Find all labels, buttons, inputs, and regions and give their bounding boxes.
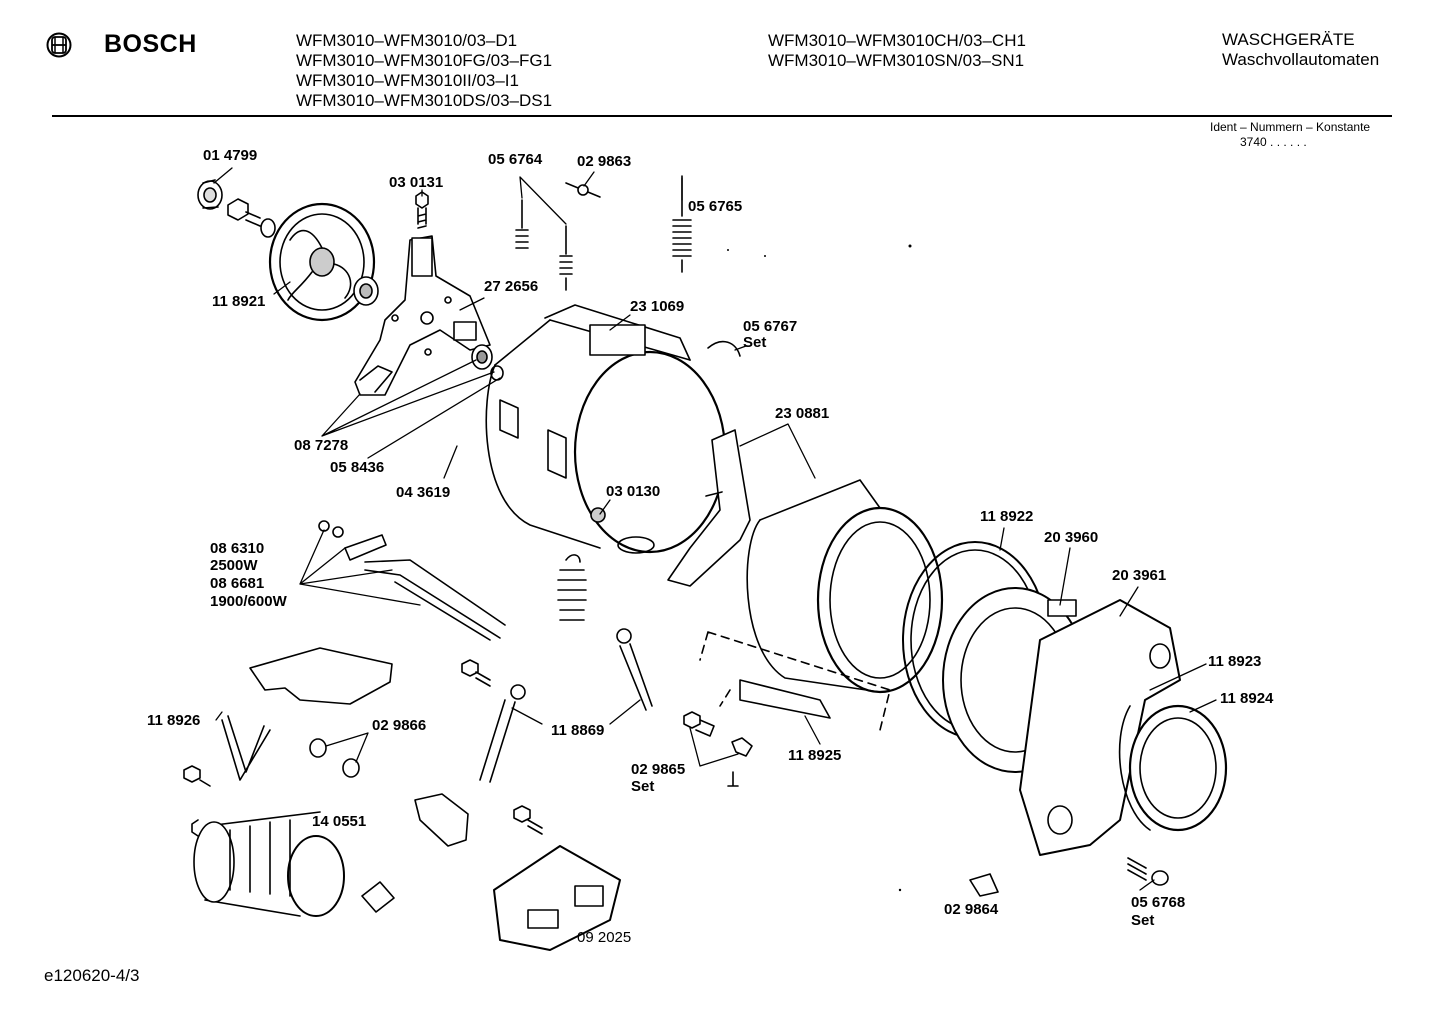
shock-absorber-part bbox=[480, 629, 652, 782]
part-label-118925: 11 8925 bbox=[788, 747, 842, 764]
bushing-part bbox=[198, 180, 222, 209]
part-label-086310-watt: 2500W bbox=[210, 557, 258, 574]
clip-part bbox=[970, 874, 998, 896]
part-label-029866: 02 9866 bbox=[372, 717, 427, 734]
part-label-118924: 11 8924 bbox=[1220, 690, 1274, 707]
washer-part bbox=[310, 739, 359, 777]
part-label-056768: 05 6768 bbox=[1131, 894, 1186, 911]
document-id: e120620-4/3 bbox=[44, 966, 140, 985]
brand-name: BOSCH bbox=[104, 30, 197, 58]
part-label-086681-watt: 1900/600W bbox=[210, 593, 287, 610]
part-label-118923: 11 8923 bbox=[1208, 653, 1262, 670]
bolt-part bbox=[416, 192, 428, 228]
heating-element-part bbox=[319, 521, 505, 640]
part-label-231069: 23 1069 bbox=[630, 298, 685, 315]
part-label-056767-set: Set bbox=[743, 334, 767, 351]
drum-pulley-part bbox=[270, 204, 374, 320]
part-label-029865: 02 9865 bbox=[631, 761, 686, 778]
part-label-086310: 08 6310 bbox=[210, 540, 265, 557]
part-label-058436: 05 8436 bbox=[330, 459, 385, 476]
part-label-092025: 09 2025 bbox=[577, 929, 632, 946]
model-line: WFM3010–WFM3010SN/03–SN1 bbox=[768, 51, 1025, 70]
ident-value: 3740 . . . . . . bbox=[1240, 135, 1307, 149]
bracket-plate-part bbox=[250, 648, 392, 704]
part-label-272656: 27 2656 bbox=[484, 278, 539, 295]
leader-lines bbox=[214, 168, 1216, 890]
models-column-2: WFM3010–WFM3010CH/03–CH1 WFM3010–WFM3010… bbox=[768, 31, 1026, 71]
part-label-056768-set: Set bbox=[1131, 912, 1155, 929]
bosch-logo-icon bbox=[46, 32, 72, 63]
spring-part bbox=[558, 555, 586, 620]
door-seal-part bbox=[1120, 706, 1226, 830]
part-label-203960: 20 3960 bbox=[1044, 529, 1099, 546]
motor-bracket-part bbox=[362, 794, 468, 912]
front-panel-part bbox=[1020, 600, 1180, 855]
part-label-029865-set: Set bbox=[631, 778, 655, 795]
part-label-118921: 11 8921 bbox=[212, 293, 266, 310]
part-label-014799: 01 4799 bbox=[203, 147, 258, 164]
ident-label: Ident – Nummern – Konstante bbox=[1210, 120, 1371, 134]
model-line: WFM3010–WFM3010FG/03–FG1 bbox=[296, 51, 553, 70]
model-line: WFM3010–WFM3010CH/03–CH1 bbox=[768, 31, 1026, 50]
header-divider bbox=[52, 115, 1392, 117]
specks bbox=[727, 244, 912, 892]
part-label-118869: 11 8869 bbox=[551, 722, 605, 739]
part-label-043619: 04 3619 bbox=[396, 484, 451, 501]
part-label-118926: 11 8926 bbox=[147, 712, 201, 729]
part-label-056765: 05 6765 bbox=[688, 198, 743, 215]
clip-part bbox=[708, 342, 740, 356]
part-label-118922: 11 8922 bbox=[980, 508, 1034, 525]
part-label-056767: 05 6767 bbox=[743, 318, 798, 335]
drum-support-part bbox=[668, 430, 750, 586]
model-line: WFM3010–WFM3010DS/03–DS1 bbox=[296, 91, 553, 110]
part-label-203961: 20 3961 bbox=[1112, 567, 1167, 584]
outer-tub-part bbox=[486, 305, 725, 553]
category-line-2: Waschvollautomaten bbox=[1222, 50, 1380, 69]
part-label-086681: 08 6681 bbox=[210, 575, 265, 592]
part-label-029863: 02 9863 bbox=[577, 153, 632, 170]
models-column-1: WFM3010–WFM3010/03–D1 WFM3010–WFM3010FG/… bbox=[296, 31, 552, 111]
part-label-029864: 02 9864 bbox=[944, 901, 999, 918]
control-module-part bbox=[494, 846, 620, 950]
hinge-area-outline bbox=[700, 632, 890, 730]
part-label-230881: 23 0881 bbox=[775, 405, 830, 422]
part-label-140551: 14 0551 bbox=[312, 813, 367, 830]
part-label-087278: 08 7278 bbox=[294, 437, 349, 454]
screw-part bbox=[184, 660, 542, 834]
part-label-030131: 03 0131 bbox=[389, 174, 444, 191]
drive-belt-part bbox=[222, 716, 270, 780]
model-line: WFM3010–WFM3010/03–D1 bbox=[296, 31, 518, 50]
screw-part bbox=[1128, 858, 1168, 885]
model-line: WFM3010–WFM3010II/03–I1 bbox=[296, 71, 519, 90]
category-line-1: WASCHGERÄTE bbox=[1222, 30, 1355, 49]
part-label-056764: 05 6764 bbox=[488, 151, 543, 168]
screw-set-part bbox=[684, 712, 752, 786]
spring-part bbox=[516, 200, 572, 290]
drive-flange-part bbox=[355, 236, 490, 395]
part-label-030130: 03 0130 bbox=[606, 483, 661, 500]
category: WASCHGERÄTE Waschvollautomaten bbox=[1222, 30, 1379, 70]
motor-part bbox=[192, 812, 344, 916]
bearing-part bbox=[354, 277, 378, 305]
nut-part bbox=[566, 183, 600, 197]
door-hinge-part bbox=[740, 680, 830, 718]
